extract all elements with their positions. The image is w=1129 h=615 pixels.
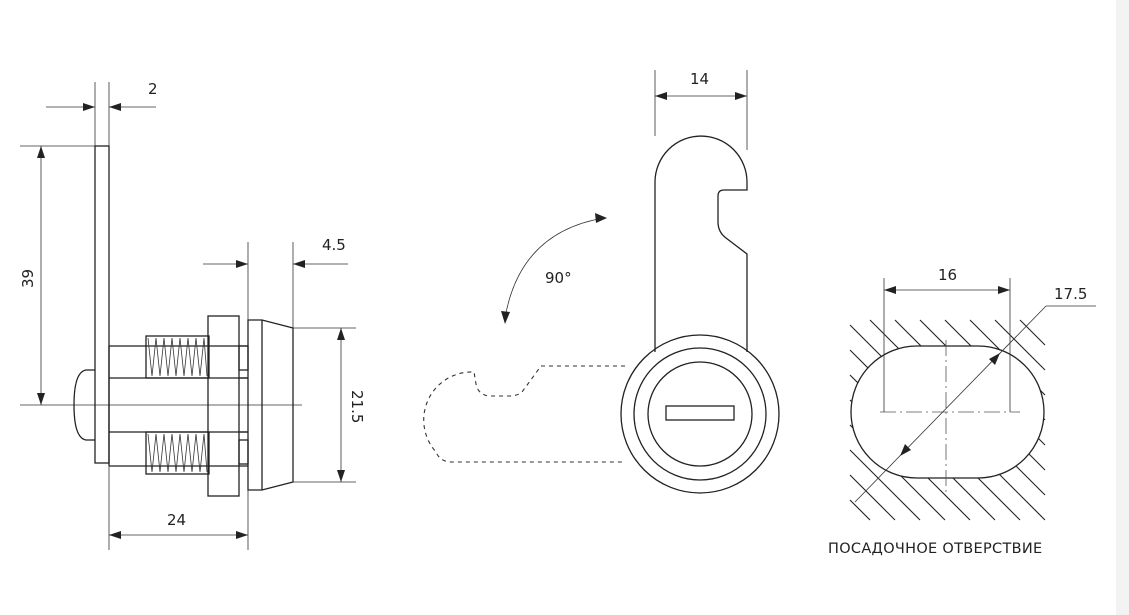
rotation-angle-label: 90° [545,269,572,287]
thread-top-pattern [147,337,208,377]
side-view: 2 39 4.5 21.5 24 [19,80,366,550]
thread-top [145,335,210,379]
key-slot [665,405,735,421]
dim-label-4-5: 4.5 [322,236,346,254]
page-edge [1116,0,1129,615]
nut-tab-bottom [238,439,249,465]
dim-label-24: 24 [167,511,186,529]
thread-bottom-pattern [147,433,208,473]
mounting-hole-view: 16 17.5 ПОСАДОЧНОЕ ОТВЕРСТВИЕ [828,266,1096,557]
cylinder-face [647,361,753,467]
dim-label-16: 16 [938,266,957,284]
dim-label-2: 2 [148,80,158,98]
rotation-arc [504,217,605,319]
bezel-outer [620,334,780,494]
cam-outline [654,135,748,352]
dim-label-21-5: 21.5 [348,390,366,423]
thread-bottom [145,431,210,475]
mounting-hole-caption: ПОСАДОЧНОЕ ОТВЕРСТВИЕ [828,541,1043,557]
nut-tab-top [238,345,249,371]
cam-plate [94,145,110,464]
mounting-nut [207,315,240,497]
dome-screw-head [73,369,95,441]
mounting-hole-outline [850,345,1045,479]
bezel-inner [633,347,767,481]
dim-label-17-5: 17.5 [1054,285,1087,303]
dim-label-39: 39 [19,269,37,288]
front-view: 14 90° [423,70,780,494]
dim-label-14: 14 [690,70,709,88]
rotated-cam-outline [423,365,625,463]
